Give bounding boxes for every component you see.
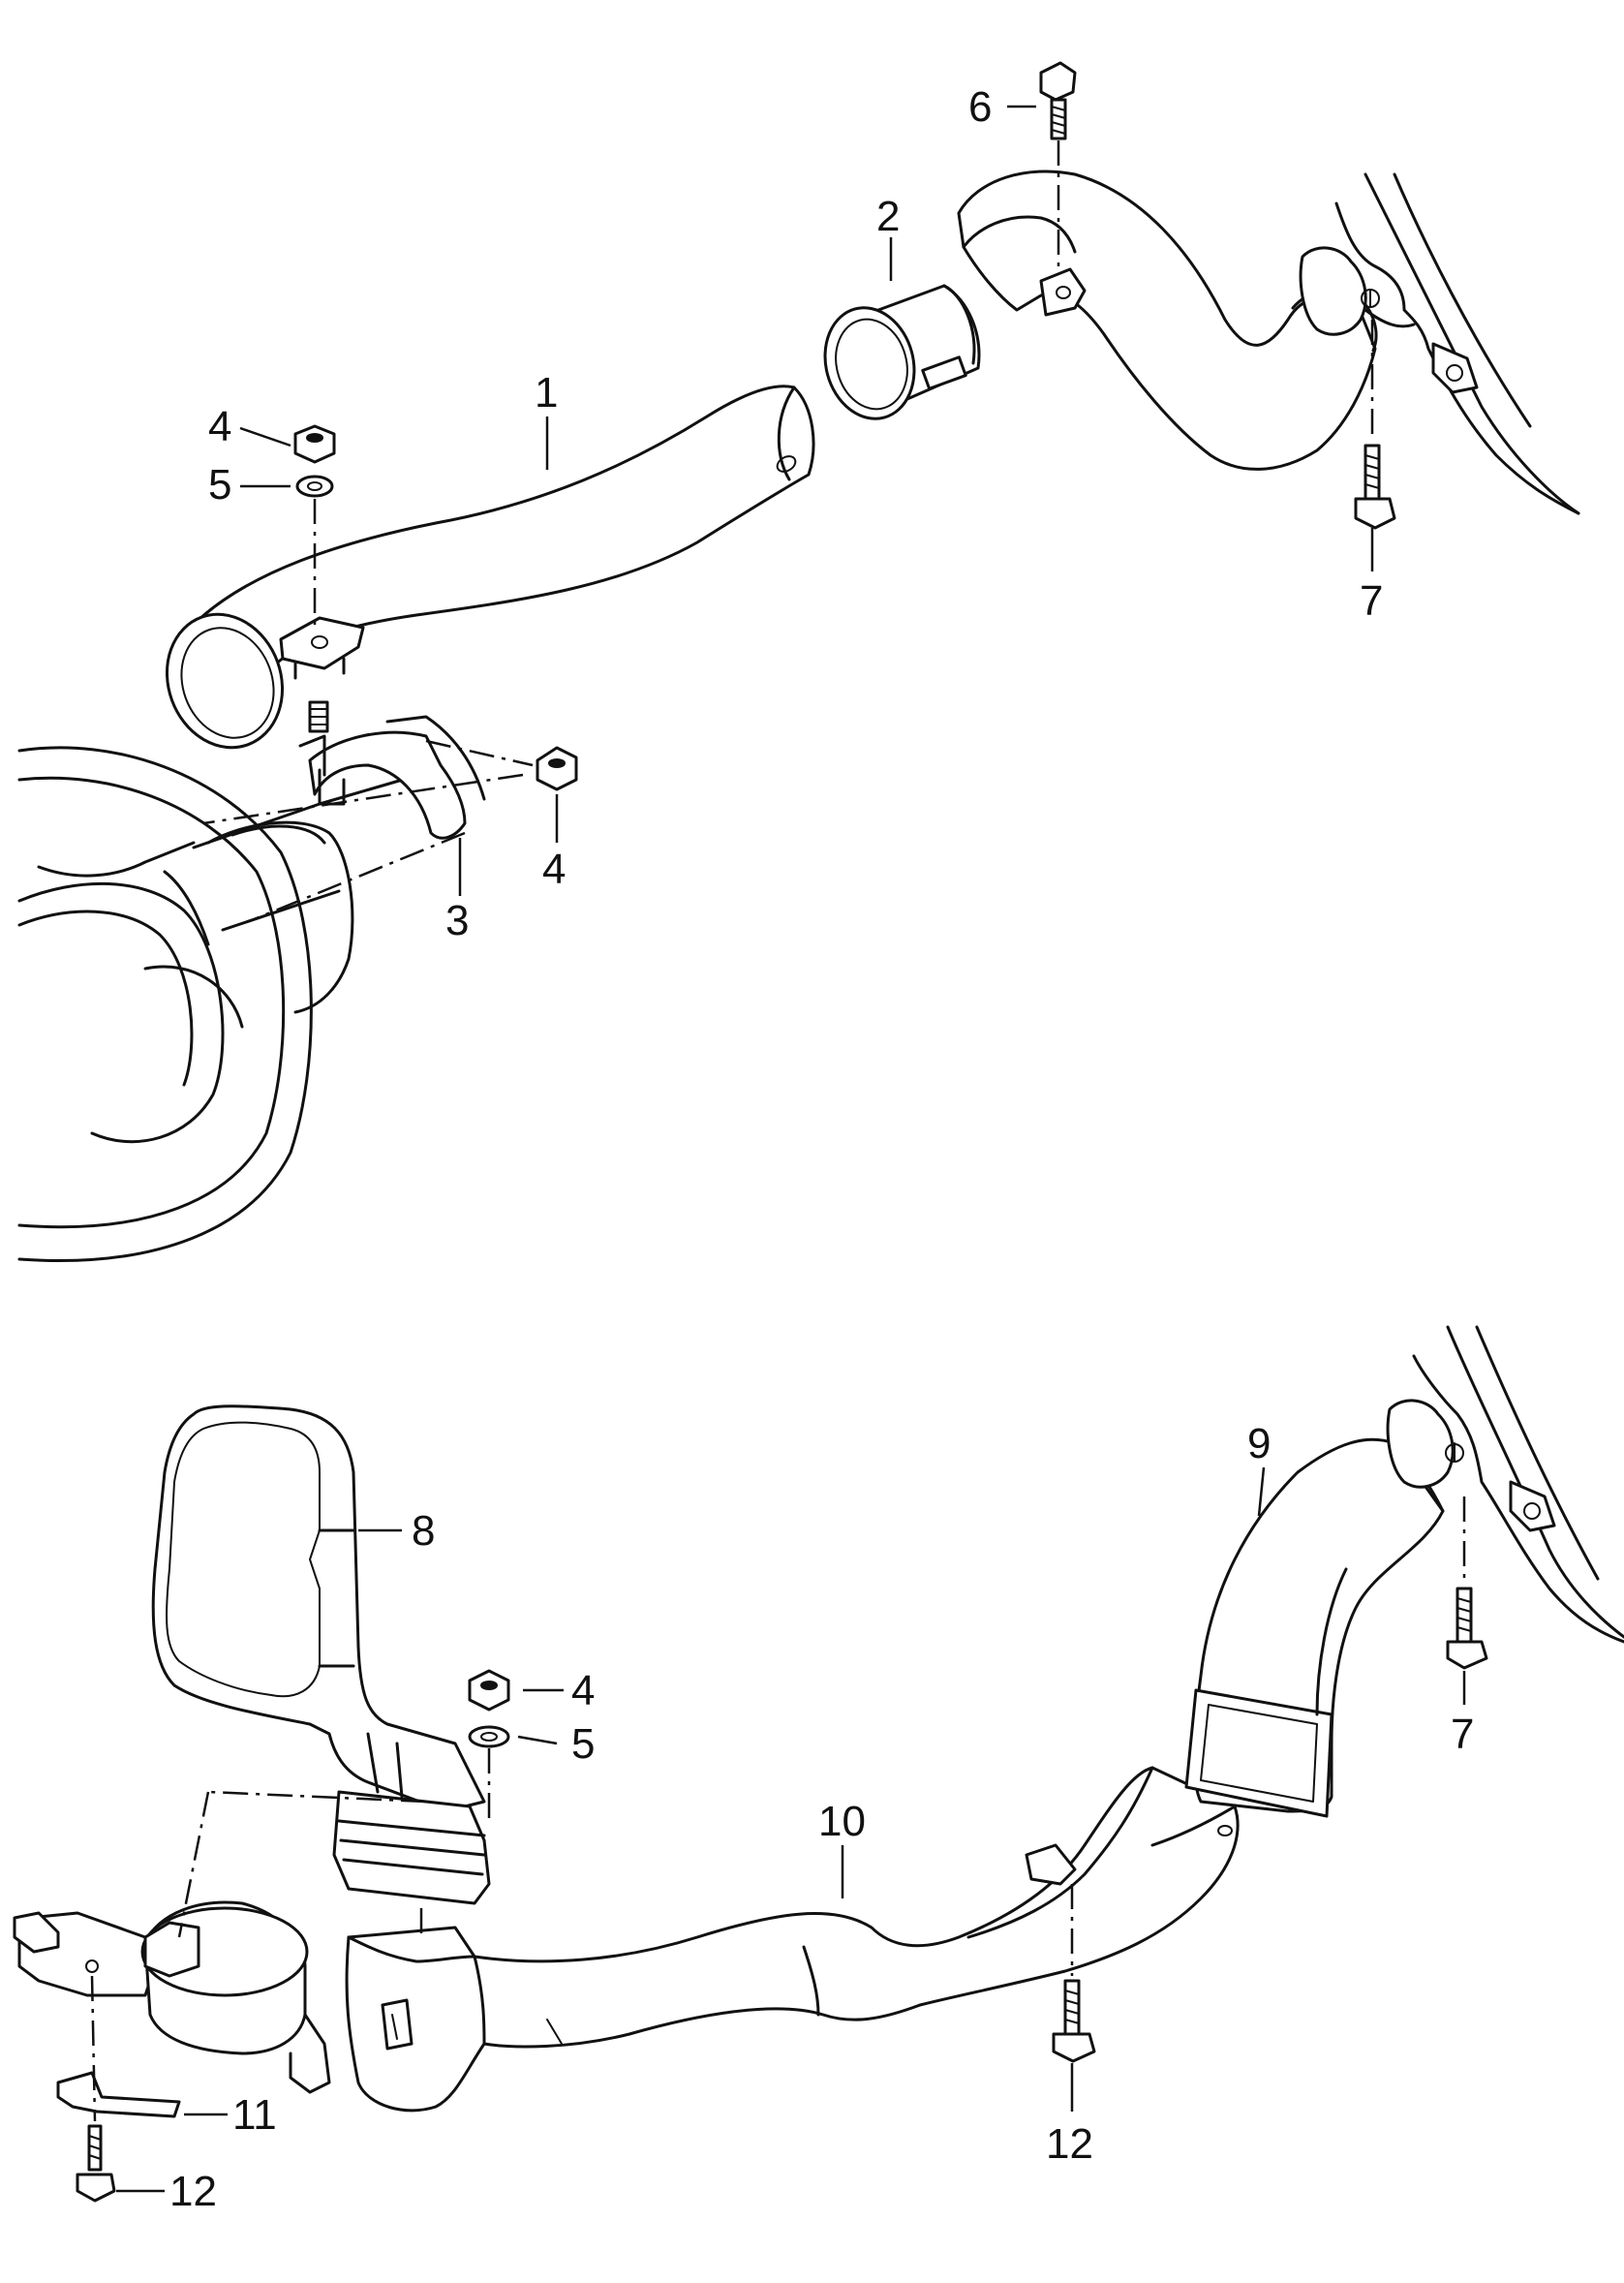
steering-wheel-drawing — [17, 746, 438, 1263]
callout-4-top: 4 — [208, 403, 231, 450]
part-1-duct — [165, 385, 815, 750]
callout-10: 10 — [818, 1798, 866, 1845]
callout-7-top: 7 — [1360, 577, 1383, 625]
part-9-elbow-duct — [1184, 1437, 1445, 1818]
callout-11: 11 — [232, 2091, 277, 2139]
callout-7-bottom: 7 — [1451, 1711, 1474, 1758]
fastener-4-nut-bottom — [468, 1669, 510, 1712]
callout-labels: 1 2 3 4 4 4 5 5 6 7 7 8 9 10 11 12 12 — [169, 83, 1474, 2215]
fastener-12-left-screw — [76, 2124, 116, 2203]
fastener-5-washer-bottom — [468, 1725, 510, 1748]
callout-12-left: 12 — [169, 2168, 217, 2215]
fastener-12-right-screw — [1052, 1979, 1096, 2063]
callout-5-bottom: 5 — [571, 1720, 595, 1768]
fastener-7-bottom-screw — [1446, 1587, 1488, 1670]
part-3-collar — [298, 715, 486, 840]
callout-1: 1 — [535, 369, 558, 416]
callout-5-top: 5 — [208, 461, 231, 509]
leaders-bottom — [90, 1466, 1466, 2193]
leaders-top — [202, 105, 1374, 922]
duct-connector-block — [332, 1790, 491, 1905]
fastener-7-top-screw — [1354, 444, 1396, 530]
fastener-6-screw — [1039, 61, 1077, 140]
part-8-outlet-panel — [151, 1404, 486, 1813]
callout-8: 8 — [412, 1507, 435, 1555]
fastener-4-nut-mid — [536, 746, 578, 791]
fastener-5-washer-top — [295, 475, 334, 498]
fastener-4-nut-top — [293, 424, 336, 464]
callout-4-mid: 4 — [542, 846, 566, 893]
callout-3: 3 — [445, 897, 469, 944]
part-11-bracket-module — [13, 1900, 331, 2118]
part-10-duct — [345, 1766, 1240, 2113]
callout-6: 6 — [968, 83, 992, 131]
body-panel-bottom — [1386, 1325, 1624, 1644]
callout-4-bottom: 4 — [571, 1667, 595, 1714]
callout-2: 2 — [876, 193, 900, 240]
callout-9: 9 — [1247, 1420, 1271, 1467]
part-2-sleeve — [823, 284, 981, 420]
body-panel-top — [1299, 172, 1580, 515]
callout-12-right: 12 — [1046, 2120, 1093, 2168]
